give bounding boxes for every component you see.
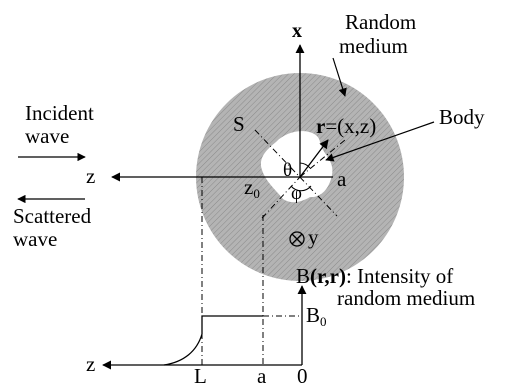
body-pointer-dashed-line xyxy=(299,139,346,178)
a-upper-label: a xyxy=(337,167,347,191)
random-medium-label-line2: medium xyxy=(339,34,408,58)
position-vector-arrow xyxy=(299,139,329,178)
scattered-wave-label-line2: wave xyxy=(13,227,57,251)
tick-label-a: a xyxy=(257,364,267,383)
random-medium-pointer-arrow xyxy=(332,57,347,97)
intensity-label-line2: random medium xyxy=(337,286,475,310)
surface-s-label: S xyxy=(233,112,245,136)
z0-label: z0 xyxy=(244,175,260,201)
position-vector-label: r=(x,z) xyxy=(316,114,376,138)
phi-arc xyxy=(290,185,312,192)
random-medium-label-line1: Random xyxy=(345,10,416,34)
phi-label: φ xyxy=(291,183,302,204)
z-axis-upper-label: z xyxy=(86,164,95,188)
tick-label-0: 0 xyxy=(297,364,308,383)
tick-label-l: L xyxy=(194,364,207,383)
scattering-body xyxy=(260,131,333,203)
b0-label: B0 xyxy=(306,303,327,329)
z-axis-lower-label: z xyxy=(86,352,95,376)
incident-wave-label-line1: Incident xyxy=(25,101,94,125)
intensity-profile-curve xyxy=(163,315,263,366)
incident-wave-label-line2: wave xyxy=(25,124,69,148)
body-pointer-arrow xyxy=(325,121,435,162)
body-label: Body xyxy=(439,105,485,129)
circled-times-icon xyxy=(289,231,305,247)
reference-diagonal-line xyxy=(261,176,301,219)
intensity-label-line1: B(r,r): Intensity of xyxy=(296,264,453,288)
y-axis-label: y xyxy=(308,225,319,249)
scattered-wave-label-line1: Scattered xyxy=(13,204,92,228)
x-axis-label: x xyxy=(292,20,302,42)
theta-arc xyxy=(299,162,311,169)
theta-label: θ xyxy=(283,160,292,181)
